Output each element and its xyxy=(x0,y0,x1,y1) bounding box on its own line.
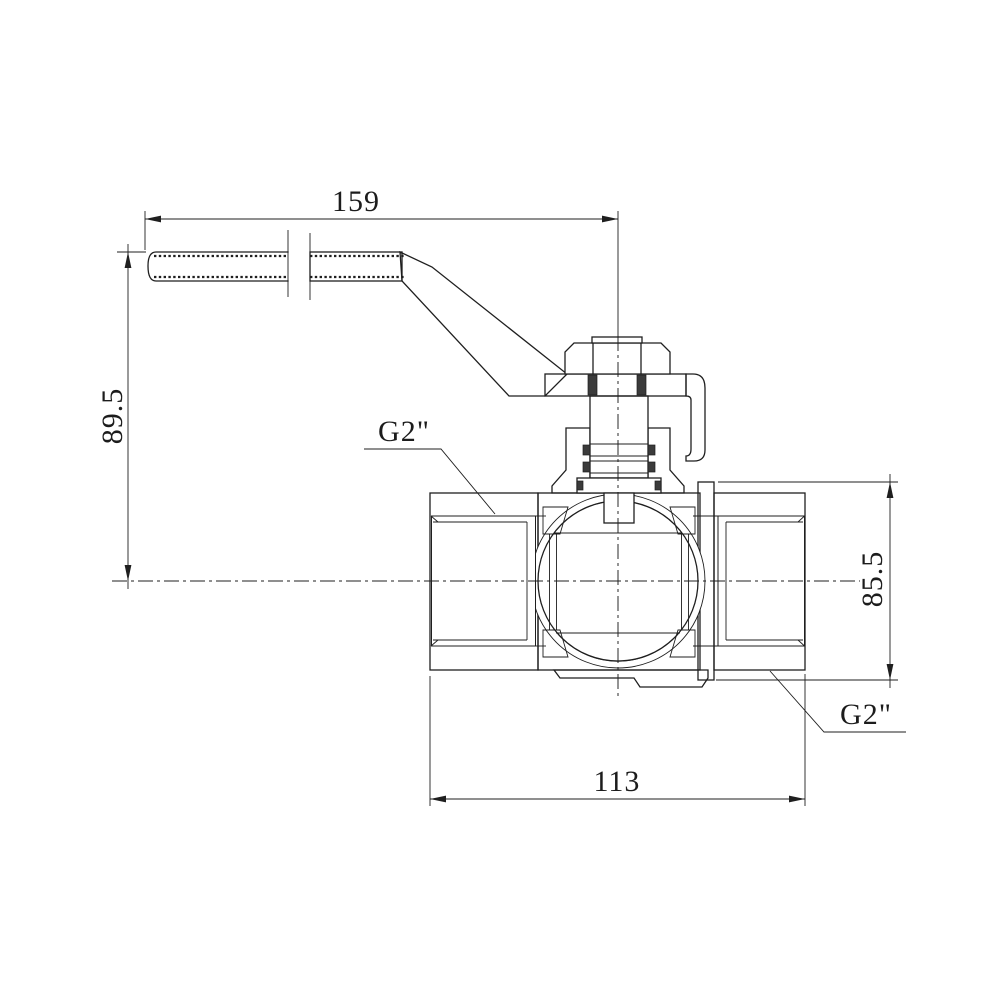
dim-text-89-5: 89.5 xyxy=(96,388,129,445)
stem-assembly xyxy=(576,395,662,524)
ball-bottom-section xyxy=(556,632,680,662)
handle-mount-plate xyxy=(544,373,687,397)
dim-text-159: 159 xyxy=(332,185,380,218)
dimension-handle-height: 89.5 xyxy=(96,244,146,589)
body-bottom-boss xyxy=(552,669,709,688)
label-text-g2-left: G2" xyxy=(378,415,430,448)
stem xyxy=(589,395,649,479)
handle-slope xyxy=(399,250,568,397)
drawing-root: 159 89.5 85.5 113 xyxy=(96,185,906,806)
dimension-body-length: 113 xyxy=(429,674,806,806)
handle-end-tab xyxy=(685,373,706,462)
centerlines xyxy=(112,336,860,698)
dim-text-85-5: 85.5 xyxy=(856,551,889,608)
o-ring-left-2 xyxy=(582,461,591,473)
nut-washer xyxy=(591,336,643,344)
label-left-port: G2" xyxy=(364,415,496,515)
seat-bottom-right xyxy=(669,629,696,658)
label-text-g2-right: G2" xyxy=(840,698,892,731)
handle-grip xyxy=(147,251,406,282)
o-ring-left-1 xyxy=(582,444,591,456)
dimension-body-height: 85.5 xyxy=(716,474,898,688)
ball-seats xyxy=(542,506,696,658)
stem-slot-right xyxy=(636,374,647,396)
stem-tang xyxy=(603,492,635,524)
seat-bottom-left xyxy=(542,629,569,658)
seat-top-left xyxy=(542,506,569,535)
hex-nut xyxy=(564,342,671,375)
o-ring-right-2 xyxy=(647,461,656,473)
dim-text-113: 113 xyxy=(594,765,641,798)
dimension-handle-length: 159 xyxy=(144,185,619,338)
o-ring-right-1 xyxy=(647,444,656,456)
stem-slot-left xyxy=(587,374,598,396)
leader-right-port xyxy=(769,670,906,733)
stem-nut xyxy=(564,336,671,375)
seat-top-right xyxy=(669,506,696,535)
stem-flange xyxy=(576,477,662,494)
leader-left-port xyxy=(364,448,496,515)
handle xyxy=(147,230,706,462)
label-right-port: G2" xyxy=(769,670,906,733)
